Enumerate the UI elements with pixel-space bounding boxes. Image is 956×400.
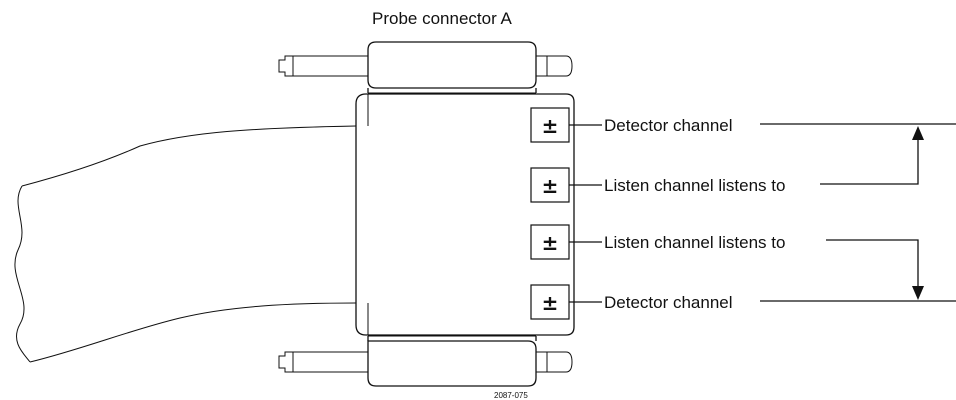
plus-minus-symbol: ± [542,231,559,255]
pin-3: ± Listen channel listens to [530,224,785,260]
arrow-down-icon [912,286,924,300]
pin-label: Listen channel listens to [604,176,785,195]
bottom-latch [278,335,573,387]
pin-label: Detector channel [604,116,733,135]
top-latch [278,41,573,94]
figure-id: 2087-075 [494,391,528,400]
channel-arrows [760,123,956,302]
pin-2: ± Listen channel listens to [530,167,785,203]
pin-label: Detector channel [604,293,733,312]
pin-box [530,224,570,260]
plus-minus-symbol: ± [542,174,559,198]
plus-minus-symbol: ± [542,114,559,138]
pin-1: ± Detector channel [530,107,733,143]
ribbon-cable [14,125,357,363]
plus-minus-symbol: ± [542,291,559,315]
diagram-title: Probe connector A [372,9,513,28]
pin-group: ± Detector channel ± Listen channel listens… [530,107,785,320]
connector-body [355,93,575,336]
arrow-up-icon [912,126,924,140]
pin-4: ± Detector channel [530,284,733,320]
pin-label: Listen channel listens to [604,233,785,252]
